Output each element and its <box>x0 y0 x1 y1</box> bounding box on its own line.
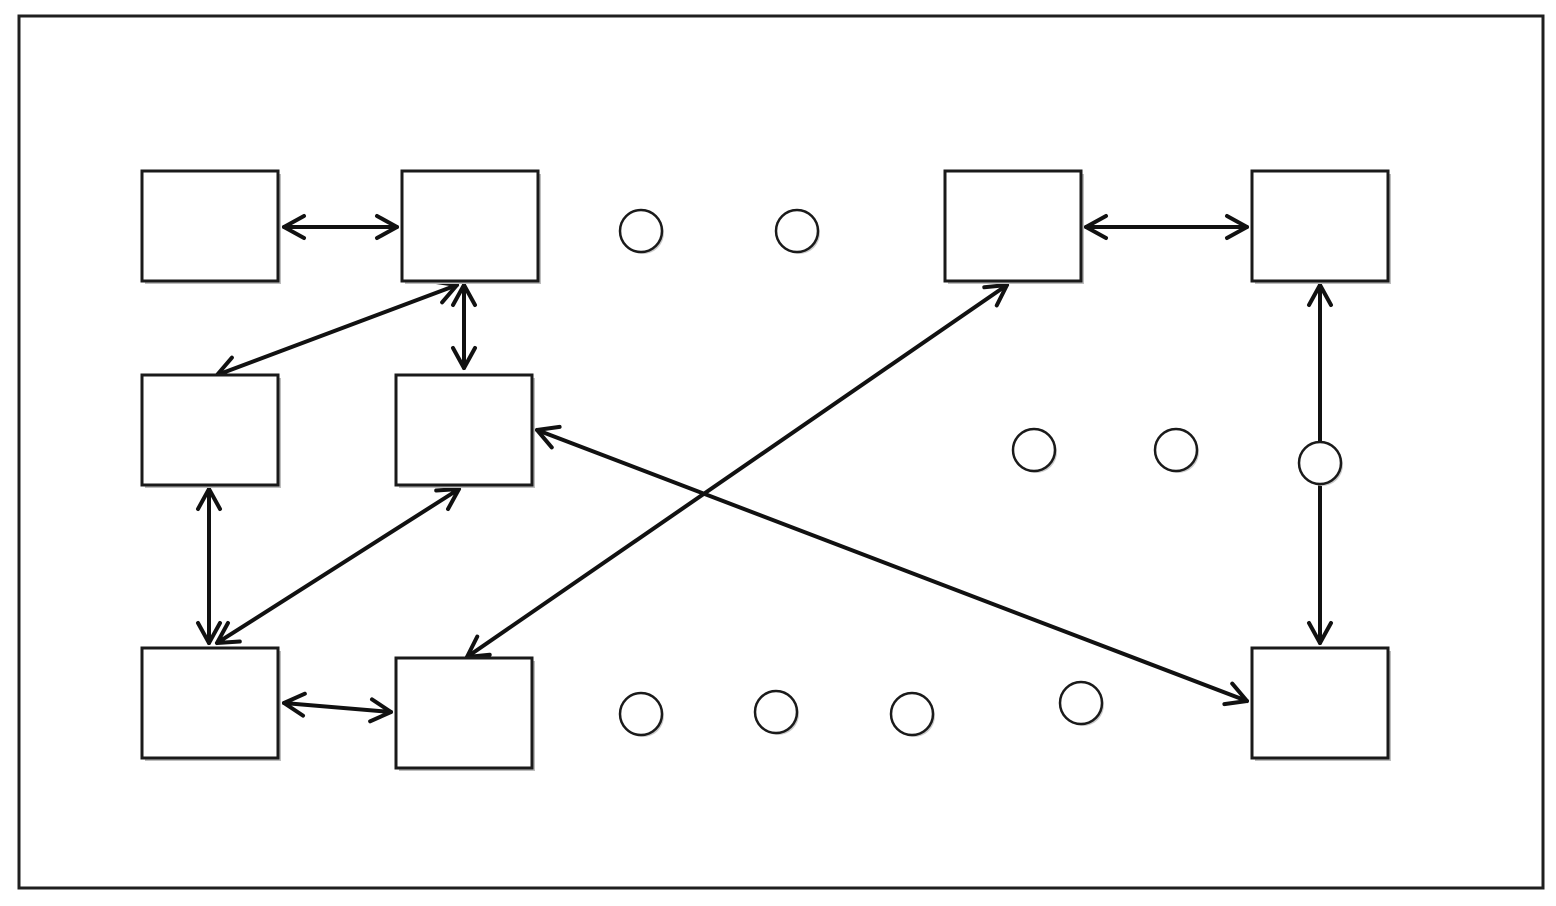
edge-node-r2c2-to-node-r3c4 <box>535 424 1249 707</box>
node-r3c1 <box>140 646 281 761</box>
dot-circle <box>774 208 820 254</box>
arrowhead-end-icon <box>375 214 399 240</box>
edge-line <box>465 283 1009 659</box>
arrowhead-start-icon <box>535 424 562 450</box>
node-box <box>1250 646 1390 760</box>
node-r3c2 <box>394 656 535 771</box>
node-box <box>140 646 280 760</box>
node-r1c1 <box>140 169 281 284</box>
arrowhead-start-icon <box>196 487 222 511</box>
dot-circle <box>753 689 799 735</box>
node-box <box>400 169 540 283</box>
ellipsis-dot-4 <box>1153 427 1199 473</box>
dot-circle <box>889 691 935 737</box>
arrowhead-start-icon <box>282 691 307 718</box>
edge-node-r1c1-to-node-r1c2 <box>282 214 399 240</box>
dot-circle <box>618 691 664 737</box>
ellipsis-dots-layer <box>618 208 1343 737</box>
ellipsis-dot-7 <box>753 689 799 735</box>
node-box <box>1250 169 1390 283</box>
edge-node-r1c2-to-node-r2c2 <box>451 283 477 370</box>
ellipsis-dot-3 <box>1011 427 1057 473</box>
arrowhead-end-icon <box>1307 621 1333 645</box>
edge-node-r1c3-to-node-r1c4 <box>1084 214 1249 240</box>
arrowhead-start-icon <box>434 487 461 512</box>
edge-line <box>282 701 393 714</box>
dot-circle <box>1297 440 1343 486</box>
node-r3c4 <box>1250 646 1391 761</box>
node-box <box>140 373 280 487</box>
arrowhead-start-icon <box>1307 283 1333 307</box>
dot-circle <box>618 208 664 254</box>
dot-circle <box>1153 427 1199 473</box>
ellipsis-dot-6 <box>618 691 664 737</box>
node-box <box>140 169 280 283</box>
arrowhead-start-icon <box>1084 214 1108 240</box>
node-box <box>394 373 534 487</box>
node-r2c1 <box>140 373 281 488</box>
node-box <box>394 656 534 770</box>
node-box <box>943 169 1083 283</box>
ellipsis-dot-2 <box>774 208 820 254</box>
edge-line <box>215 283 459 377</box>
node-r1c3 <box>943 169 1084 284</box>
arrowhead-end-icon <box>215 620 242 645</box>
node-r2c2 <box>394 373 535 488</box>
ellipsis-dot-5 <box>1297 440 1343 486</box>
edge-node-r2c1-to-node-r3c1 <box>196 487 222 645</box>
nodes-layer <box>140 169 1391 771</box>
ellipsis-dot-8 <box>889 691 935 737</box>
edge-line <box>215 487 461 645</box>
arrowhead-start-icon <box>451 283 477 307</box>
dot-circle <box>1058 680 1104 726</box>
arrowhead-end-icon <box>451 346 477 370</box>
ellipsis-dot-1 <box>618 208 664 254</box>
edge-node-r2c2-to-node-r3c1 <box>215 487 461 645</box>
arrowhead-end-icon <box>368 697 393 724</box>
arrowhead-end-icon <box>1222 681 1249 707</box>
arrowhead-end-icon <box>1225 214 1249 240</box>
dot-circle <box>1011 427 1057 473</box>
edge-node-r3c1-to-node-r3c2 <box>282 691 393 724</box>
node-r1c4 <box>1250 169 1391 284</box>
arrowhead-end-icon <box>196 621 222 645</box>
node-r1c2 <box>400 169 541 284</box>
edge-line <box>535 428 1249 703</box>
arrowhead-start-icon <box>982 283 1009 308</box>
arrowhead-start-icon <box>282 214 306 240</box>
edges-layer <box>196 214 1333 724</box>
ellipsis-dot-9 <box>1058 680 1104 726</box>
